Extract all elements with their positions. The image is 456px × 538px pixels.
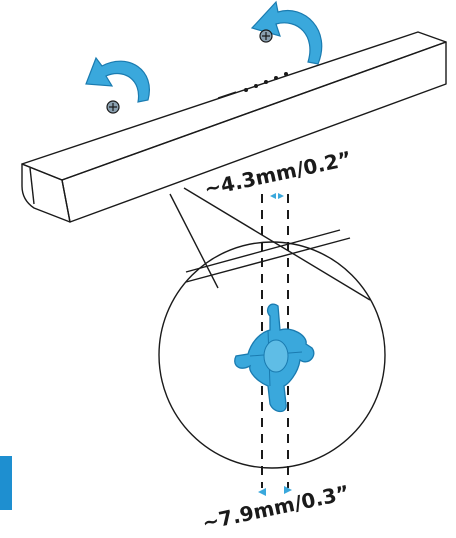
screw-icon xyxy=(259,29,273,43)
curved-arrow-icon xyxy=(85,56,150,103)
wall-anchor-icon xyxy=(234,303,315,413)
page-tab xyxy=(0,456,12,510)
rotate-arrow-left xyxy=(85,56,150,114)
curved-arrow-icon xyxy=(250,0,323,65)
screw-icon xyxy=(106,100,120,114)
control-buttons xyxy=(217,72,288,99)
rotate-arrow-right xyxy=(250,0,323,65)
dimension-label-top: ~4.3mm/0.2” xyxy=(202,146,353,201)
zoom-callout xyxy=(158,187,386,469)
dimension-arrows-top xyxy=(270,193,284,199)
dimension-label-bottom: ~7.9mm/0.3” xyxy=(200,480,351,535)
soundbar xyxy=(21,31,447,223)
dimension-arrows-bottom xyxy=(258,486,292,496)
